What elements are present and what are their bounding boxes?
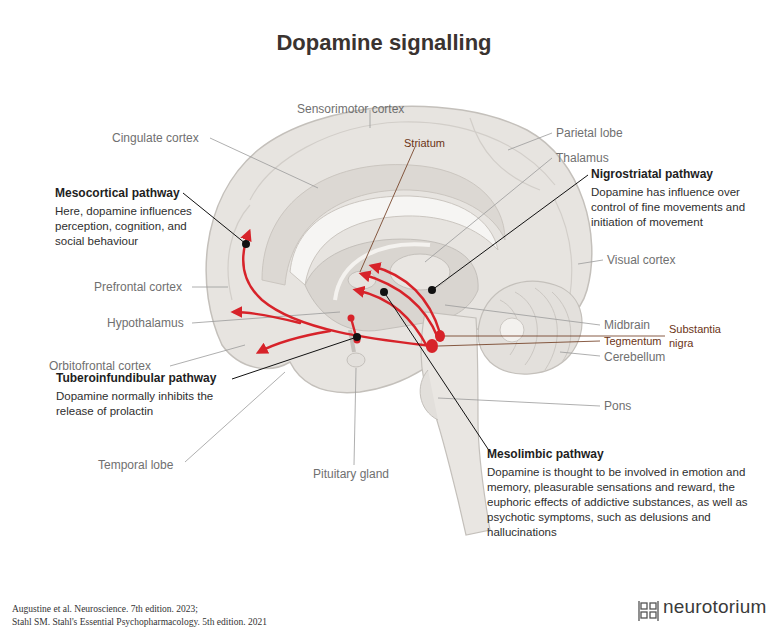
leader-line (445, 305, 600, 325)
pons-bulge (420, 370, 438, 420)
region-label: Pons (604, 399, 631, 413)
thalamus-shape (390, 254, 450, 290)
pathway-name: Mesolimbic pathway (487, 447, 755, 462)
callout-dot (428, 286, 436, 294)
leader-line (360, 147, 415, 272)
reference: Augustine et al. Neuroscience. 7th editi… (12, 602, 198, 616)
leader-line (354, 368, 356, 465)
structure-label: Striatum (404, 136, 445, 150)
pathway-description: Dopamine is thought to be involved in em… (487, 465, 755, 540)
pathway-name: Tuberoinfundibular pathway (56, 371, 246, 386)
region-label: Hypothalamus (107, 316, 184, 330)
title: Dopamine signalling (0, 30, 768, 56)
dopamine-nucleus (426, 339, 438, 353)
dopamine-nucleus (435, 330, 445, 342)
callout-line (183, 193, 246, 244)
reference: Stahl SM. Stahl's Essential Psychopharma… (12, 615, 267, 629)
leader-line (170, 345, 245, 366)
callout-dot (242, 240, 250, 248)
gyrus-line (555, 200, 572, 295)
leader-line (210, 138, 318, 188)
leader-line (508, 133, 552, 150)
region-label: Pituitary gland (313, 467, 389, 481)
gyrus-line (228, 205, 250, 300)
mesocortical-path (234, 312, 300, 323)
region-label: Cerebellum (604, 350, 665, 364)
region-label: Orbitofrontal cortex (49, 359, 151, 373)
logo-square (641, 612, 647, 618)
cerebrum-outline (206, 106, 592, 393)
pathway-description: Dopamine normally inhibits the release o… (56, 389, 246, 419)
structure-label: Substantia nigra (669, 322, 729, 350)
logo-square (650, 612, 656, 618)
cerebellum-core (500, 318, 524, 342)
gyrus-line (470, 118, 540, 190)
leader-line (438, 398, 600, 406)
logo-icon (639, 601, 658, 621)
leader-line (560, 352, 600, 356)
pathway-callout: Mesocortical pathwayHere, dopamine influ… (55, 186, 205, 249)
leader-line (425, 158, 552, 262)
logo-square (641, 603, 647, 609)
leader-line (192, 312, 340, 323)
leader-line (438, 341, 600, 346)
leader-line (578, 260, 603, 264)
callout-dot (380, 288, 388, 296)
pathway-name: Nigrostriatal pathway (591, 167, 751, 182)
pituitary-stalk (350, 330, 354, 352)
leader-line (192, 287, 228, 288)
pathway-callout: Mesolimbic pathwayDopamine is thought to… (487, 447, 755, 540)
leader-lines (170, 110, 603, 465)
pathway-name: Mesocortical pathway (55, 186, 205, 201)
callout-lines (183, 175, 588, 452)
region-label: Prefrontal cortex (94, 280, 182, 294)
callout-line (432, 175, 588, 290)
pituitary-shape (347, 353, 365, 367)
region-label: Thalamus (556, 151, 609, 165)
region-label: Sensorimotor cortex (297, 102, 404, 116)
cerebellum-shape (478, 281, 582, 374)
pathway-description: Dopamine has influence over control of f… (591, 185, 751, 230)
region-label: Cingulate cortex (112, 131, 199, 145)
region-label: Midbrain (604, 318, 650, 332)
mesolimbic-path (356, 290, 428, 348)
region-label: Visual cortex (607, 253, 675, 267)
structure-label: Tegmentum (604, 334, 661, 348)
mesocortical-path (243, 232, 432, 346)
logo-text: neurotorium (663, 600, 767, 614)
mesocortical-path (259, 331, 330, 352)
callout-line (384, 292, 490, 452)
dopamine-nucleus (348, 315, 355, 322)
pathway-description: Here, dopamine influences perception, co… (55, 204, 205, 249)
region-label: Temporal lobe (98, 458, 173, 472)
callout-line (232, 337, 357, 379)
callout-dot (353, 333, 361, 341)
pathway-callout: Tuberoinfundibular pathwayDopamine norma… (56, 371, 246, 419)
region-label: Parietal lobe (556, 126, 623, 140)
leader-line (185, 372, 285, 462)
pathway-callout: Nigrostriatal pathwayDopamine has influe… (591, 167, 751, 230)
logo-square (650, 603, 656, 609)
logo-stroke (639, 601, 658, 621)
dopamine-pathways (234, 232, 440, 352)
cerebellum-folia (500, 288, 571, 370)
